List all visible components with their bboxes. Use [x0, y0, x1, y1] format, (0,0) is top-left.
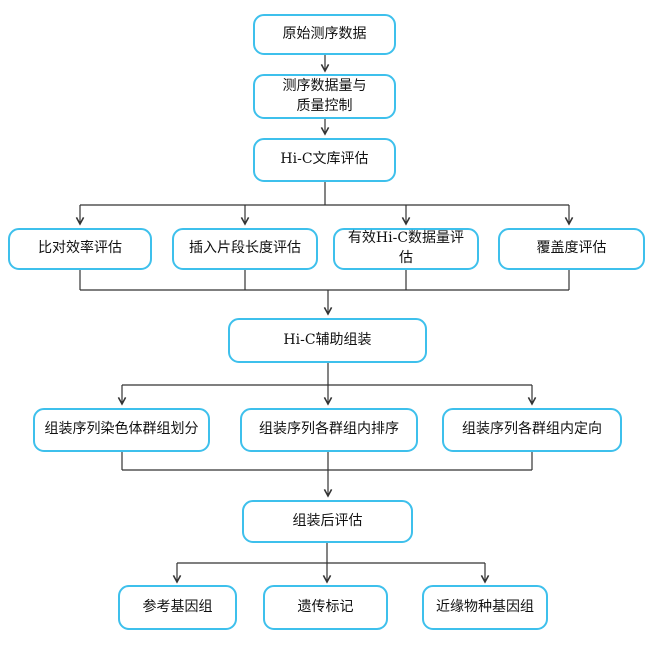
node-raw-sequencing-data: 原始测序数据 — [253, 14, 396, 55]
connector-group — [75, 55, 574, 584]
node-coverage-evaluation: 覆盖度评估 — [498, 228, 645, 270]
node-hic-assisted-assembly: Hi-C辅助组装 — [228, 318, 427, 363]
node-reference-genome: 参考基因组 — [118, 585, 237, 630]
node-post-assembly-evaluation: 组装后评估 — [242, 500, 413, 543]
node-alignment-efficiency-evaluation: 比对效率评估 — [8, 228, 152, 270]
node-hic-library-evaluation: Hi-C文库评估 — [253, 138, 396, 182]
node-sequencing-quality-control: 测序数据量与 质量控制 — [253, 74, 396, 119]
node-genetic-marker: 遗传标记 — [263, 585, 388, 630]
node-related-species-genome: 近缘物种基因组 — [422, 585, 548, 630]
node-insert-length-evaluation: 插入片段长度评估 — [172, 228, 318, 270]
node-valid-hic-data-evaluation: 有效Hi-C数据量评估 — [333, 228, 479, 270]
node-group-ordering: 组装序列各群组内排序 — [240, 408, 418, 452]
node-group-orientation: 组装序列各群组内定向 — [442, 408, 622, 452]
node-chromosome-group-clustering: 组装序列染色体群组划分 — [33, 408, 210, 452]
